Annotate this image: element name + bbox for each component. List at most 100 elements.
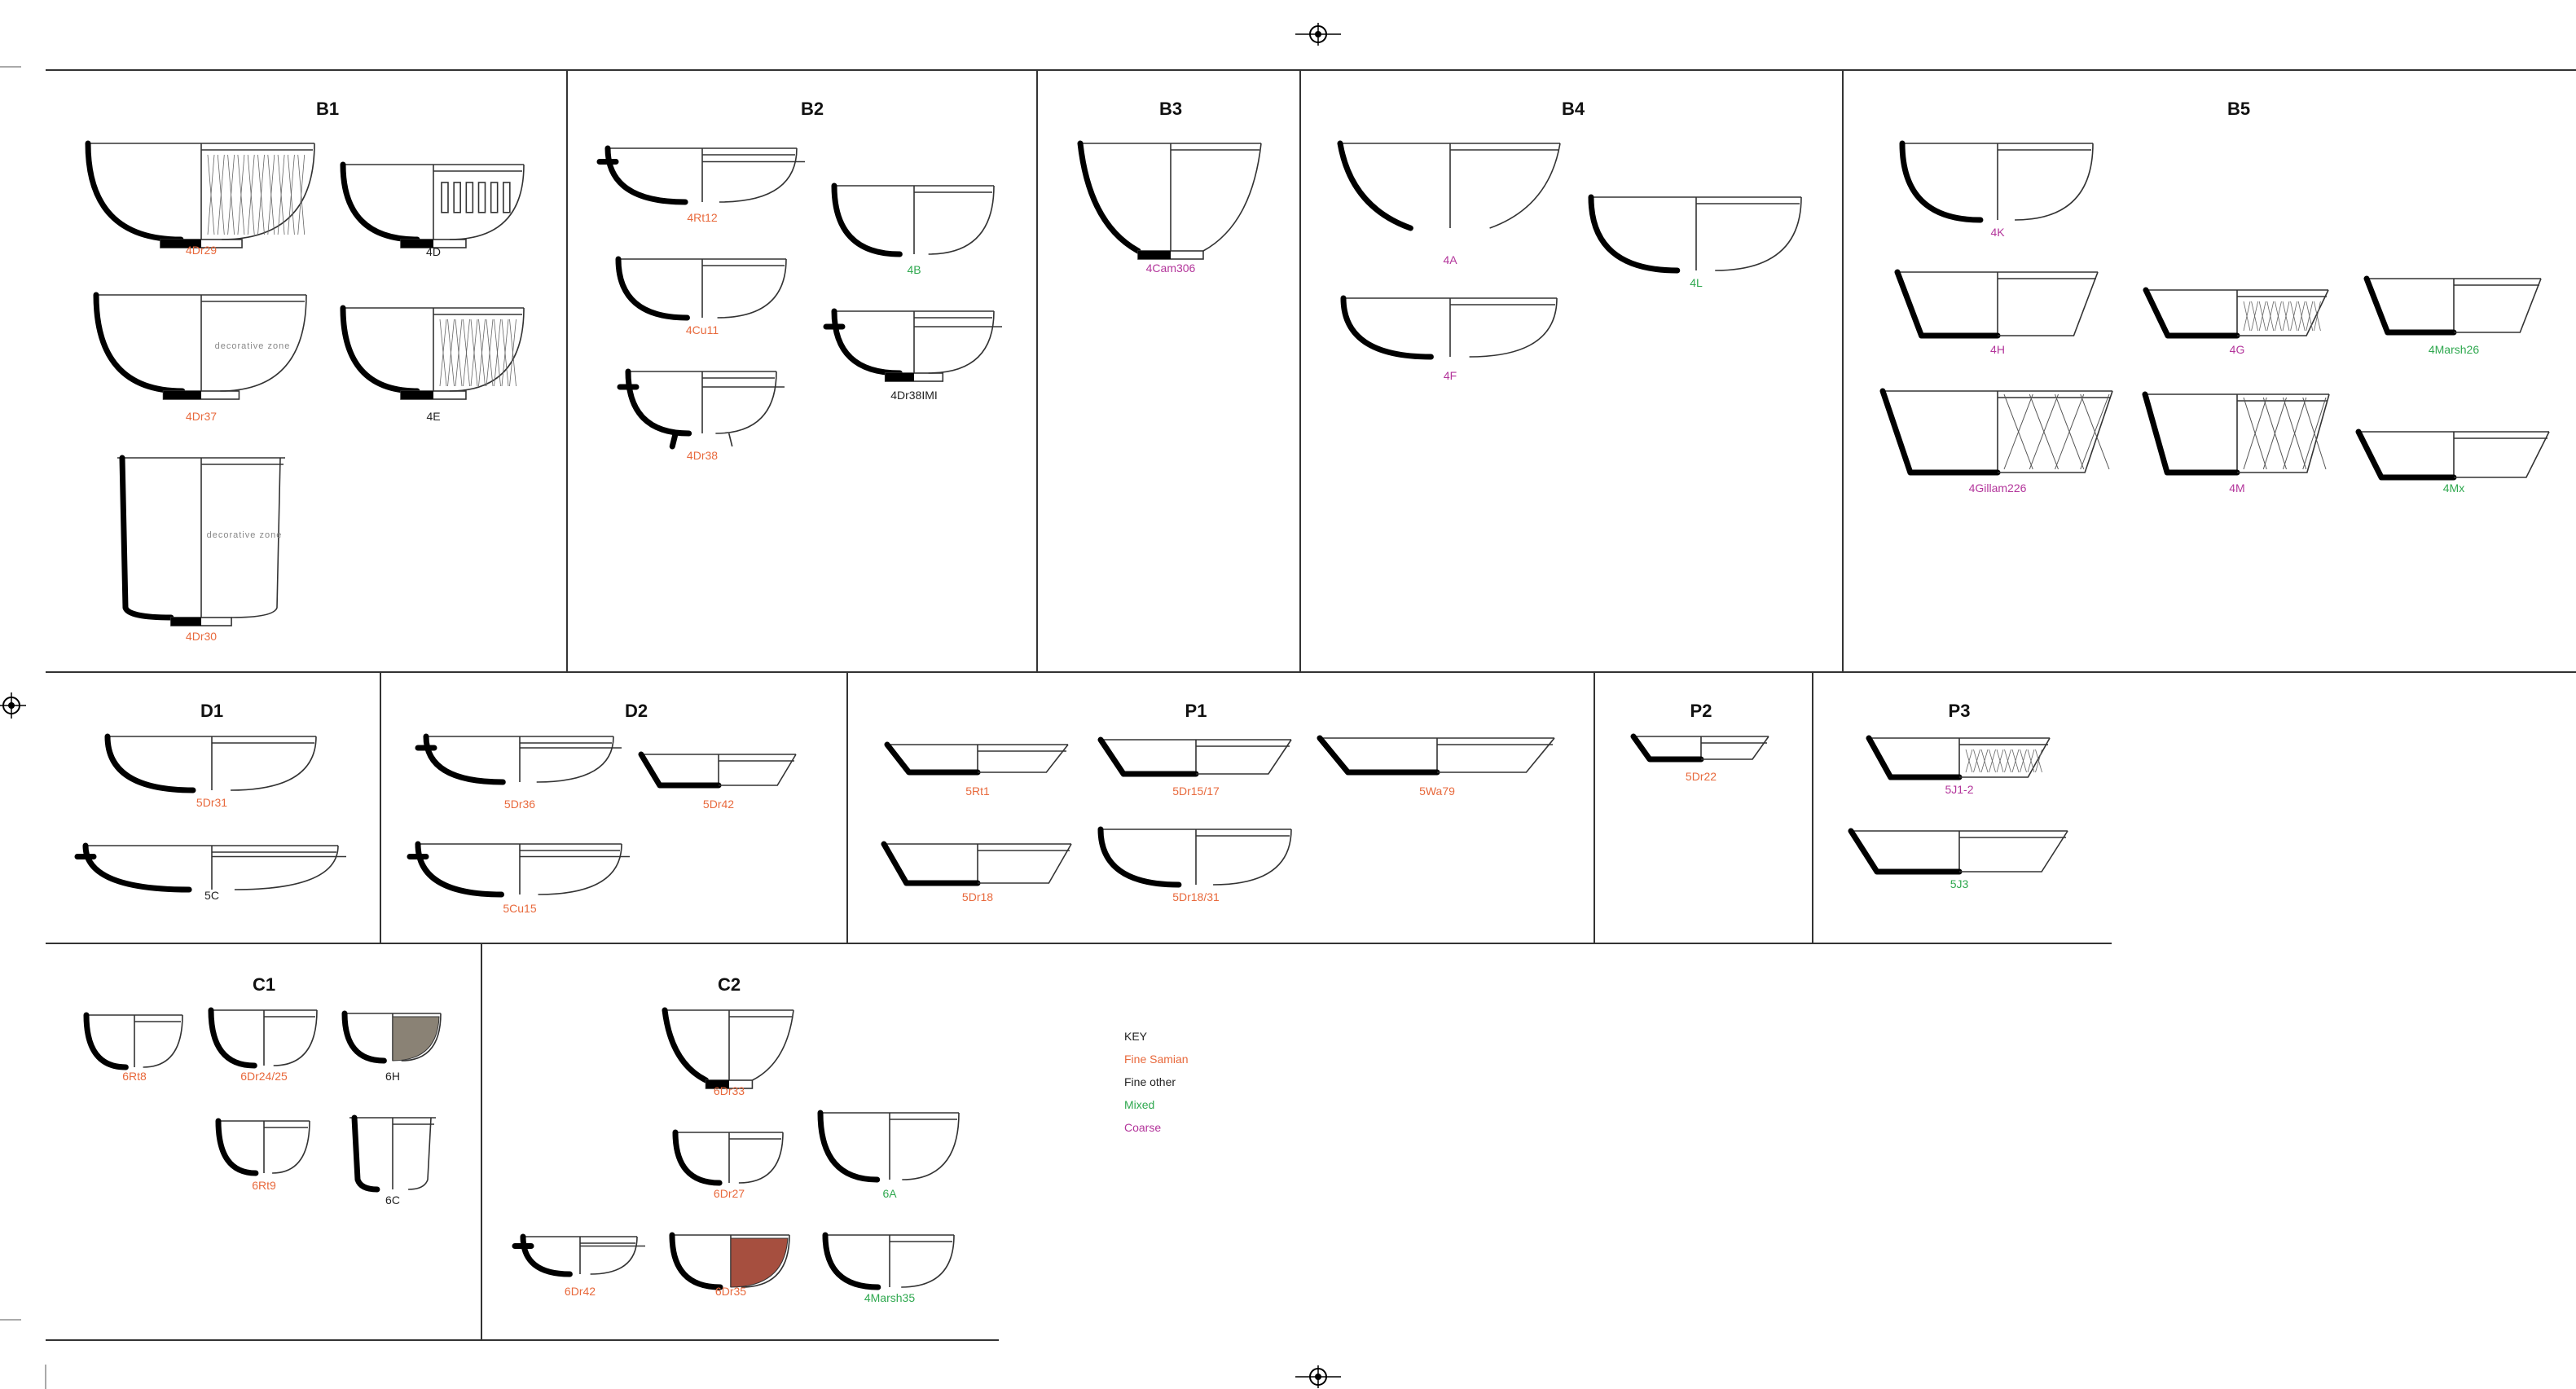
vessel-profile-6c: [349, 1114, 436, 1193]
vessel-profile-4l: [1588, 194, 1802, 274]
vessel-label-4dr29: 4Dr29: [186, 244, 217, 257]
vessel-label-6dr27: 6Dr27: [714, 1187, 745, 1200]
vessel-label-4cam306: 4Cam306: [1146, 262, 1196, 275]
vessel-profile-6h: [341, 1010, 442, 1064]
vessel-label-5j3: 5J3: [1950, 877, 1969, 890]
group-heading-b1: B1: [316, 99, 339, 119]
vessel-label-4rt12: 4Rt12: [687, 211, 718, 224]
group-heading-b3: B3: [1159, 99, 1182, 119]
group-heading-b4: B4: [1562, 99, 1585, 119]
vessel-label-5dr18: 5Dr18: [962, 890, 993, 903]
vessel-label-4e: 4E: [426, 410, 440, 423]
vessel-profile-4cu11: [615, 256, 787, 321]
legend-entry-coarse: Coarse: [1124, 1121, 1162, 1134]
group-heading-p3: P3: [1949, 701, 1971, 721]
vessel-label-4k: 4K: [1990, 226, 2005, 239]
vessel-label-5dr42: 5Dr42: [703, 798, 734, 811]
vessel-profile-6rt9: [215, 1118, 310, 1176]
vessel-profile-4rt12: [596, 145, 805, 205]
vessel-profile-4dr30: [117, 455, 285, 626]
vessel-label-6dr24-25: 6Dr24/25: [240, 1070, 288, 1083]
vessel-label-5dr31: 5Dr31: [196, 796, 227, 809]
vessel-label-6a: 6A: [882, 1187, 897, 1200]
vessel-profile-6dr33: [662, 1007, 794, 1089]
legend-entry-mixed: Mixed: [1124, 1098, 1155, 1111]
group-heading-p2: P2: [1690, 701, 1712, 721]
vessel-profile-4dr37: [93, 292, 307, 400]
vessel-profile-5wa79: [1317, 735, 1555, 776]
vessel-profile-5rt1: [884, 741, 1069, 776]
vessel-profile-5dr36: [415, 733, 622, 785]
vessel-profile-4dr38: [617, 368, 785, 450]
vessel-label-4dr37: 4Dr37: [186, 410, 217, 423]
vessel-profile-4marsh26: [2363, 275, 2542, 336]
vessel-profile-4mx: [2355, 429, 2550, 481]
vessel-label-5dr18-31: 5Dr18/31: [1172, 890, 1220, 903]
group-heading-d1: D1: [200, 701, 223, 721]
vessel-label-4dr38imi: 4Dr38IMI: [890, 389, 938, 402]
vessel-profile-5dr42: [638, 751, 797, 789]
registration-mark-top: [1295, 23, 1341, 46]
registration-mark-left: [0, 692, 26, 719]
vessel-label-5cu15: 5Cu15: [503, 902, 536, 915]
panel-grid: [46, 69, 2576, 1341]
vessel-profile-5j1-2: [1866, 735, 2051, 780]
vessel-profile-4b: [831, 182, 995, 257]
vessel-profile-4d: [340, 161, 525, 248]
registration-mark-bottom: [1295, 1365, 1341, 1388]
vessel-label-4dr30: 4Dr30: [186, 630, 217, 643]
vessel-label-4marsh35: 4Marsh35: [864, 1291, 915, 1304]
vessel-profile-4m: [2142, 391, 2330, 476]
vessel-label-4h: 4H: [1990, 343, 2005, 356]
group-heading-p1: P1: [1185, 701, 1207, 721]
vessel-label-4d: 4D: [426, 245, 441, 258]
vessel-profile-4gillam226: [1879, 388, 2113, 476]
vessel-label-4cu11: 4Cu11: [686, 323, 719, 336]
decorative-zone-note: decorative zone: [215, 341, 291, 351]
legend-entry-fine-other: Fine other: [1124, 1075, 1176, 1088]
vessel-profile-6dr27: [672, 1129, 784, 1186]
vessel-profile-4f: [1340, 295, 1558, 360]
vessel-label-4l: 4L: [1690, 276, 1703, 289]
vessel-label-6h: 6H: [385, 1070, 400, 1083]
vessel-label-5dr22: 5Dr22: [1686, 770, 1717, 783]
vessel-label-6dr42: 6Dr42: [565, 1285, 596, 1298]
vessel-label-5c: 5C: [204, 889, 219, 902]
vessel-label-4b: 4B: [907, 263, 921, 276]
vessel-profile-6dr42: [512, 1233, 645, 1277]
group-heading-b2: B2: [801, 99, 824, 119]
vessel-profile-4dr38imi: [823, 308, 1002, 382]
vessel-label-4marsh26: 4Marsh26: [2429, 343, 2479, 356]
vessel-profile-5dr18: [881, 841, 1072, 886]
group-heading-c1: C1: [253, 974, 275, 995]
vessel-label-6rt8: 6Rt8: [122, 1070, 147, 1083]
vessel-label-5rt1: 5Rt1: [965, 785, 990, 798]
vessel-profile-4dr29: [85, 140, 315, 248]
vessel-label-5dr36: 5Dr36: [504, 798, 535, 811]
vessel-profile-6rt8: [83, 1012, 183, 1070]
vessel-profile-6a: [817, 1110, 960, 1183]
vessel-profile-5dr18-31: [1097, 826, 1292, 888]
vessel-label-4m: 4M: [2229, 481, 2244, 495]
vessel-label-5wa79: 5Wa79: [1419, 785, 1455, 798]
vessel-label-5dr15-17: 5Dr15/17: [1172, 785, 1220, 798]
vessel-profile-5dr31: [104, 733, 317, 793]
vessel-label-6dr35: 6Dr35: [715, 1285, 746, 1298]
legend-title: KEY: [1124, 1030, 1148, 1043]
vessel-label-4dr38: 4Dr38: [687, 449, 718, 462]
vessel-profile-4a: [1337, 140, 1561, 231]
vessel-profile-4h: [1894, 269, 2099, 339]
vessel-label-4g: 4G: [2230, 343, 2245, 356]
vessel-label-6c: 6C: [385, 1193, 400, 1207]
vessel-profile-5j3: [1848, 828, 2068, 875]
vessel-label-5j1-2: 5J1-2: [1945, 783, 1973, 796]
vessel-label-6rt9: 6Rt9: [252, 1179, 276, 1192]
vessel-profile-4g: [2143, 287, 2329, 339]
vessel-profile-6dr35: [669, 1232, 790, 1290]
group-heading-c2: C2: [718, 974, 741, 995]
legend-entry-fine-samian: Fine Samian: [1124, 1053, 1189, 1066]
vessel-profile-5dr15-17: [1097, 736, 1292, 777]
vessel-profile-4marsh35: [822, 1232, 955, 1290]
legend-key: KEY Fine Samian Fine other Mixed Coarse: [1124, 1025, 1189, 1139]
